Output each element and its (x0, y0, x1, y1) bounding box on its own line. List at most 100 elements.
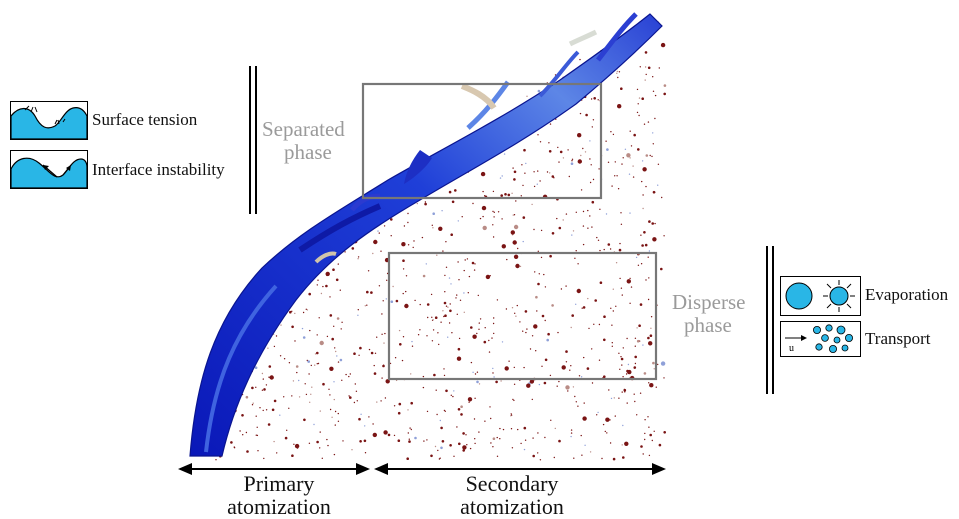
droplet (298, 379, 300, 382)
droplet (603, 315, 606, 319)
droplet (576, 288, 581, 294)
droplet (537, 250, 539, 252)
droplet (577, 159, 582, 164)
droplet (649, 433, 652, 437)
droplet (267, 347, 269, 349)
droplet (327, 444, 329, 447)
droplet (305, 393, 308, 396)
droplet (556, 217, 558, 220)
droplet (305, 308, 307, 310)
droplet (648, 250, 651, 252)
droplet (470, 326, 473, 329)
droplet (642, 207, 644, 210)
droplet (626, 153, 631, 158)
droplet (279, 355, 282, 357)
droplet (608, 389, 610, 391)
droplet (606, 432, 608, 434)
droplet (335, 350, 337, 353)
droplet (650, 327, 652, 329)
droplet (341, 379, 343, 381)
droplet (652, 237, 657, 242)
droplet (644, 432, 646, 435)
droplet (462, 432, 465, 435)
droplet (510, 413, 512, 415)
droplet (372, 432, 377, 438)
droplet (349, 373, 351, 375)
droplet (484, 195, 486, 197)
droplet (402, 336, 405, 338)
droplet (515, 315, 517, 317)
droplet (609, 419, 611, 421)
droplet (242, 434, 244, 436)
droplet (644, 51, 648, 54)
droplet (444, 274, 446, 277)
droplet (483, 340, 487, 344)
droplet (404, 303, 409, 309)
droplet (439, 419, 441, 422)
droplet (427, 316, 429, 319)
droplet (609, 442, 612, 444)
droplet (381, 377, 383, 379)
droplet (569, 369, 571, 371)
droplet (451, 332, 453, 334)
droplet (655, 386, 657, 388)
droplet (410, 401, 414, 405)
droplet (544, 358, 548, 362)
droplet (499, 177, 502, 179)
droplet (436, 413, 438, 416)
droplet (513, 366, 515, 369)
droplet (458, 442, 461, 446)
droplet (501, 244, 506, 249)
droplet (533, 185, 536, 188)
droplet (384, 332, 386, 335)
droplet (654, 117, 656, 120)
droplet (492, 236, 495, 238)
droplet (310, 364, 312, 367)
droplet (493, 376, 495, 378)
droplet (445, 241, 447, 243)
droplet (535, 295, 538, 299)
droplet (511, 307, 514, 309)
droplet (643, 231, 646, 234)
droplet (589, 451, 592, 453)
droplet (401, 242, 406, 247)
droplet (607, 243, 611, 246)
droplet (652, 190, 656, 194)
droplet (397, 411, 401, 415)
droplet (460, 405, 463, 409)
droplet (577, 133, 582, 138)
droplet (399, 343, 402, 346)
droplet (585, 113, 588, 117)
droplet (395, 299, 399, 303)
droplet (624, 391, 626, 393)
droplet (541, 314, 545, 318)
droplet (448, 322, 451, 324)
droplet (652, 361, 655, 365)
droplet (413, 240, 415, 242)
droplet (634, 337, 637, 339)
droplet (310, 393, 312, 395)
droplet (422, 375, 425, 378)
droplet (642, 167, 647, 172)
droplet (533, 324, 538, 329)
droplet (636, 111, 639, 114)
droplet (410, 373, 412, 375)
droplet (334, 410, 337, 413)
droplet (292, 380, 295, 382)
droplet (516, 304, 518, 307)
droplet (491, 337, 493, 339)
droplet (356, 400, 358, 402)
droplet (468, 401, 470, 403)
droplet (636, 88, 639, 91)
droplet (589, 215, 591, 217)
droplet (630, 286, 633, 288)
droplet (370, 291, 373, 294)
droplet (291, 310, 293, 312)
droplet (273, 399, 277, 403)
droplet (583, 402, 585, 404)
droplet (316, 351, 319, 355)
droplet (537, 282, 540, 286)
droplet (354, 383, 356, 385)
droplet (419, 303, 421, 306)
droplet (424, 201, 427, 203)
